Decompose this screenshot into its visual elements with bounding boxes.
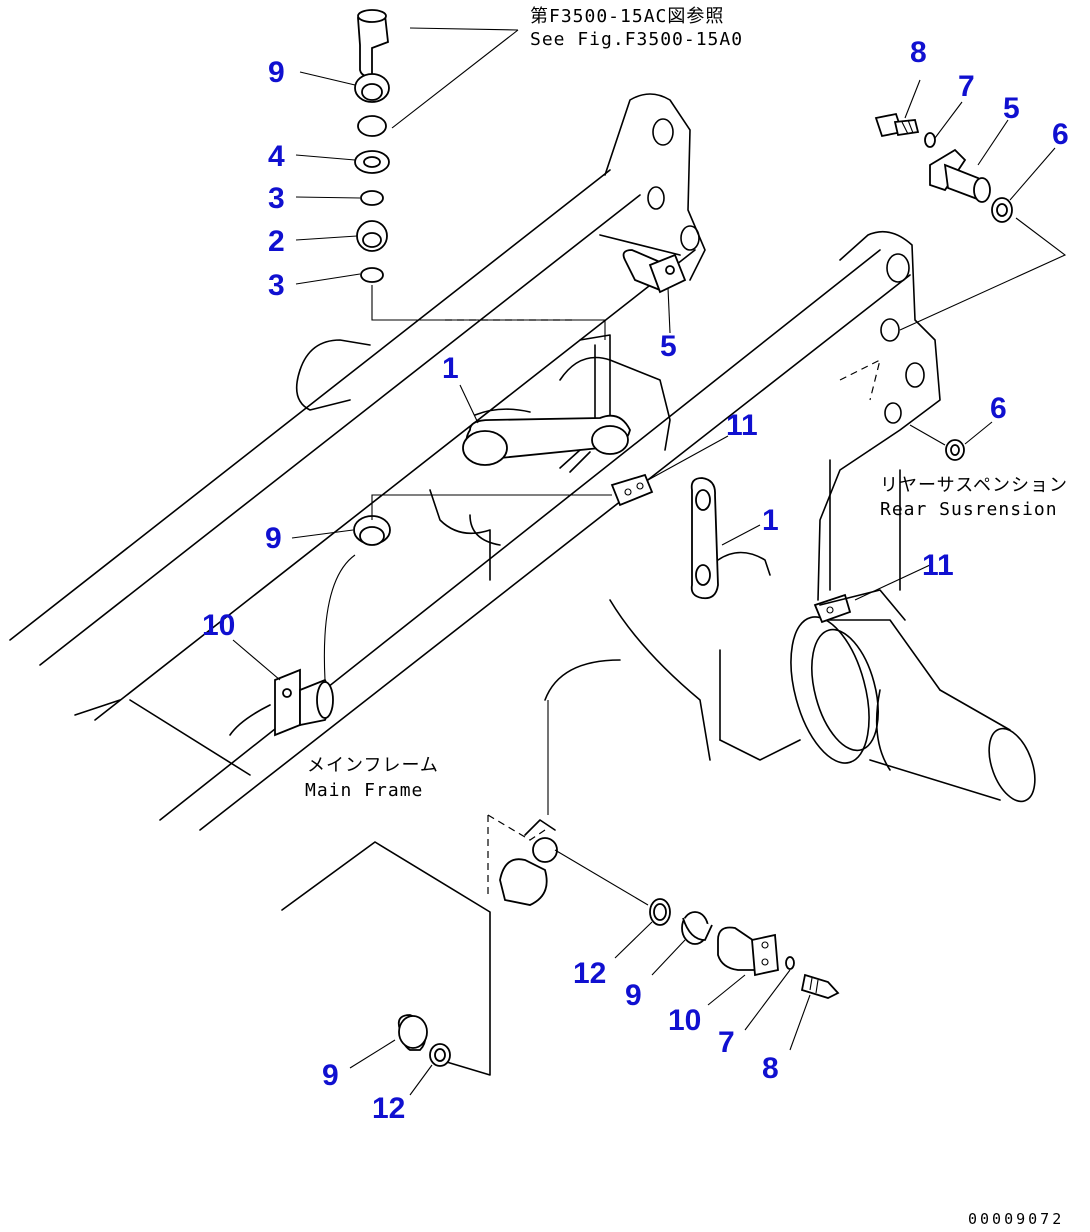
callout-7-bottom: 7 (718, 1026, 735, 1059)
callout-5-center: 5 (660, 330, 677, 363)
callout-9-bottom-right: 9 (625, 979, 642, 1012)
pin-5-center (622, 249, 687, 294)
callout-12-bottom-right: 12 (573, 957, 606, 990)
leader-lines (232, 71, 1056, 1096)
callout-9-center-left: 9 (265, 522, 282, 555)
main-frame-label-jp: メインフレーム (307, 755, 439, 776)
drawing-code: 00009072 (968, 1210, 1064, 1228)
callout-9-top: 9 (268, 56, 285, 89)
rear-suspension-bracket (817, 230, 941, 601)
bushing-9-left (323, 494, 612, 681)
axle-spindle (790, 616, 1036, 803)
plate-11-upper (610, 473, 654, 507)
callout-6-top-right: 6 (1052, 118, 1069, 151)
callout-8-top: 8 (910, 36, 927, 69)
callout-4: 4 (268, 140, 285, 173)
callout-2: 2 (268, 225, 285, 258)
part-number-callouts: 9 4 3 2 3 5 1 11 8 7 5 6 6 9 1 11 10 12 … (202, 36, 1069, 1125)
bottom-bracket (487, 700, 649, 906)
figure-reference-jp: 第F3500-15AC図参照 (530, 6, 724, 27)
exploded-row-bottom-right (649, 898, 840, 999)
callout-6-right: 6 (990, 392, 1007, 425)
rear-suspension-label-en: Rear Susrension (880, 499, 1058, 520)
callout-9-bottom-left: 9 (322, 1059, 339, 1092)
exploded-parts-top-right (874, 112, 1067, 461)
plate-11-right (813, 589, 906, 624)
suspension-housing (295, 334, 801, 761)
lateral-link-upper (462, 408, 631, 473)
callout-11-right: 11 (922, 549, 954, 582)
callout-3-lower: 3 (268, 269, 285, 302)
callout-11-upper: 11 (726, 409, 758, 442)
callout-10-bottom: 10 (668, 1004, 701, 1037)
callout-1-upper: 1 (442, 352, 459, 385)
main-frame-label-en: Main Frame (305, 780, 423, 801)
figure-reference-en: See Fig.F3500-15A0 (530, 29, 743, 50)
callout-8-bottom: 8 (762, 1052, 779, 1085)
exploded-stack-top (354, 9, 606, 340)
callout-10-left: 10 (202, 609, 235, 642)
frame-bracket-upper (599, 93, 706, 281)
rear-suspension-label-jp: リヤーサスペンション (880, 475, 1068, 496)
lateral-link-right (690, 477, 771, 600)
callout-7-top: 7 (958, 70, 975, 103)
callout-5-top-right: 5 (1003, 92, 1020, 125)
callout-1-right: 1 (762, 504, 779, 537)
exploded-bottom-left (397, 1014, 451, 1067)
pin-10-left (229, 668, 334, 737)
callout-3-top: 3 (268, 182, 285, 215)
callout-12-bottom-left: 12 (372, 1092, 405, 1125)
